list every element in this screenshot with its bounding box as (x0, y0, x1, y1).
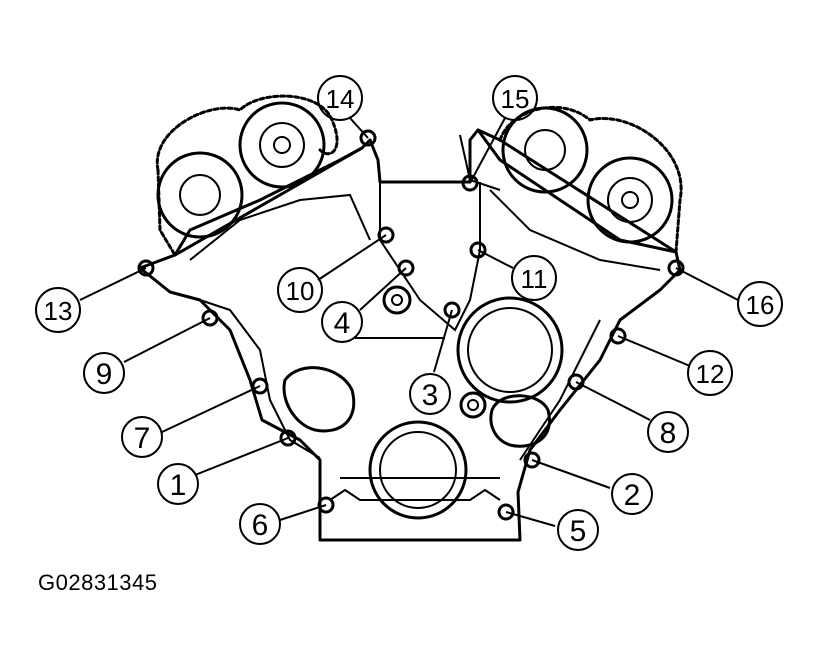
callout-14: 14 (317, 75, 363, 121)
callout-11: 11 (511, 255, 557, 301)
callout-4: 4 (321, 301, 363, 343)
bolt-hole (461, 174, 479, 192)
bolt-hole (317, 496, 335, 514)
bolt-hole (279, 429, 297, 447)
callout-13: 13 (35, 287, 81, 333)
callout-6: 6 (239, 503, 281, 545)
callout-3-label: 3 (422, 379, 439, 412)
callout-2-label: 2 (624, 479, 641, 512)
bolt-hole (469, 241, 487, 259)
figure-id: G02831345 (38, 570, 158, 595)
callout-7-label: 7 (134, 422, 151, 455)
cover-openings (282, 285, 564, 520)
bolt-hole (137, 259, 155, 277)
timing-cover-outline (138, 128, 682, 542)
callout-12-label: 12 (696, 359, 725, 389)
bolt-hole (443, 301, 461, 319)
callout-14-label: 14 (326, 84, 355, 114)
callout-1: 1 (157, 463, 199, 505)
bolt-hole (359, 129, 377, 147)
bolt-hole (251, 377, 269, 395)
left-cam-sprockets (155, 94, 371, 261)
bolt-hole (397, 259, 415, 277)
callout-7: 7 (121, 416, 163, 458)
callout-15-label: 15 (501, 84, 530, 114)
bolt-hole (567, 373, 585, 391)
bolt-hole (201, 309, 219, 327)
callout-8: 8 (647, 411, 689, 453)
callout-5-label: 5 (570, 515, 587, 548)
callout-4-label: 4 (334, 307, 351, 340)
bolt-hole (667, 259, 685, 277)
bolt-hole (377, 226, 395, 244)
callout-12: 12 (687, 350, 733, 396)
callout-8-label: 8 (660, 417, 677, 450)
callout-16-label: 16 (746, 290, 775, 320)
callout-11-label: 11 (521, 264, 548, 294)
bolt-hole (523, 451, 541, 469)
callout-9-label: 9 (96, 358, 113, 391)
bolt-hole (609, 327, 627, 345)
callout-10-label: 10 (286, 276, 315, 306)
callout-1-label: 1 (170, 469, 187, 502)
callout-2: 2 (611, 473, 653, 515)
callout-16: 16 (737, 281, 783, 327)
bolt-hole (497, 503, 515, 521)
callout-leaders (79, 117, 739, 527)
bolt-holes (137, 129, 685, 521)
callout-13-label: 13 (44, 296, 73, 326)
callout-5: 5 (557, 509, 599, 551)
right-cam-sprockets (459, 105, 683, 271)
callout-10: 10 (277, 267, 323, 313)
callout-9: 9 (83, 352, 125, 394)
callout-3: 3 (409, 373, 451, 415)
callout-15: 15 (492, 75, 538, 121)
callout-6-label: 6 (252, 509, 269, 542)
